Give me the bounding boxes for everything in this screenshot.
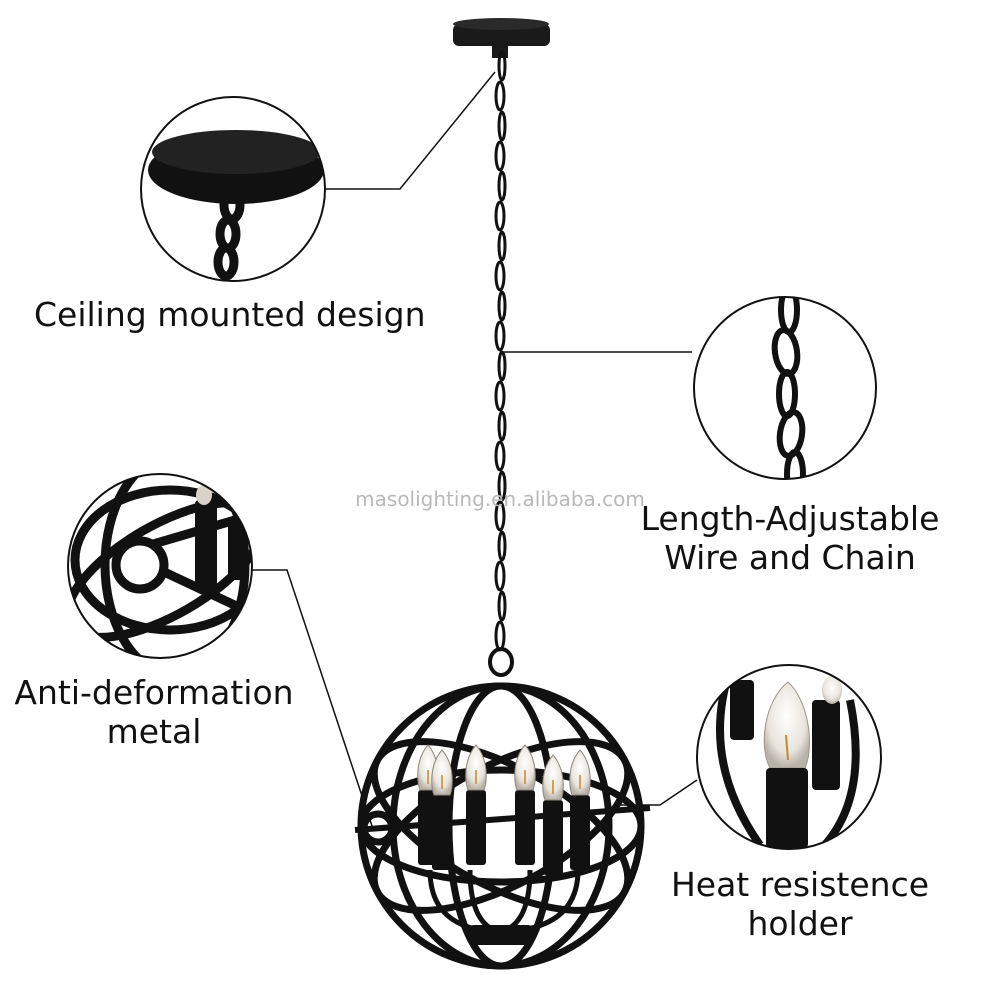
base-cup [470,925,532,945]
callout-ring [140,96,326,282]
label-chain-line1: Length-Adjustable [640,499,940,538]
callout-chain [693,296,877,480]
chain-link [497,350,507,382]
chain-link [497,230,507,262]
chain-link [494,500,506,532]
top-ring [488,647,514,677]
label-metal-line1: Anti-deformation [14,673,294,712]
label-ceiling-mounted: Ceiling mounted design [34,295,434,335]
label-chain-line2: Wire and Chain [664,537,916,577]
callout-ring [696,664,882,850]
chain-link [494,260,506,292]
candle-holder [515,790,535,865]
candle-holder [570,795,590,870]
label-heat-line1: Heat resistence [670,865,930,904]
chain-link [494,80,506,112]
candle-holder [543,800,563,875]
label-heat-line2: holder [747,903,853,943]
candle-bulb [431,749,453,796]
callout-ring [67,473,253,659]
label-metal-line2: metal [106,711,202,751]
watermark-text: masolighting.en.alibaba.com [355,487,645,511]
chain-link [494,200,506,232]
chain-link [497,590,507,622]
callout-heat [696,664,882,850]
chain-link [494,620,506,652]
candle-holders [417,744,591,875]
chain-link [494,560,506,592]
label-anti-deformation: Anti-deformation metal [4,673,304,752]
chain-link [497,170,507,202]
label-ceiling-text: Ceiling mounted design [34,295,426,334]
candle-bulb [542,754,564,801]
chain-link [497,530,507,562]
label-heat-resistance: Heat resistence holder [660,865,940,944]
leader-line-ceiling [325,71,496,190]
chain-link [497,290,507,322]
callout-ring [693,296,877,480]
candle-holder [432,795,452,870]
ceiling-canopy [453,18,550,58]
candle-bulb [514,744,536,791]
chain-link [497,410,507,442]
chain-link [497,470,507,502]
chandelier [354,18,651,970]
chain-link [497,110,507,142]
chain-link [494,380,506,412]
chain-link [497,50,507,82]
chain-link [494,140,506,172]
chain-link [494,440,506,472]
candle-bulb [465,744,487,791]
candle-holder [466,790,486,865]
leader-line-metal [252,569,373,827]
callout-metal [67,473,253,659]
candle-bulb [569,749,591,796]
label-adjustable-chain: Length-Adjustable Wire and Chain [630,499,950,578]
hanging-chain [494,50,507,652]
callout-ceiling [140,96,326,282]
chain-link [494,320,506,352]
